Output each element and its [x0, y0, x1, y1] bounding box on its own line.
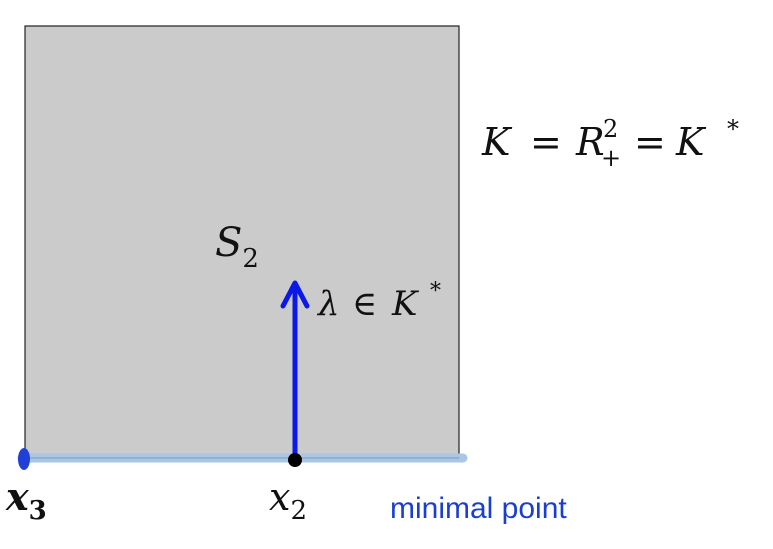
set-label: S2	[215, 220, 259, 274]
set-s2-region	[24, 25, 460, 461]
x2-label: x2	[269, 475, 307, 526]
cone-r-sub: +	[601, 144, 621, 172]
cone-rhs: K	[675, 120, 707, 164]
cone-eq1: =	[530, 120, 562, 164]
vector-in: ∈	[352, 284, 377, 324]
set-label-base: S	[215, 220, 242, 266]
x2-label-base: x	[269, 475, 290, 519]
x3-label: x3	[5, 474, 47, 526]
x3-label-sub: 3	[29, 496, 47, 526]
cone-r-sup: 2	[603, 115, 618, 143]
set-label-sub: 2	[242, 244, 259, 274]
cone-rhs-star: *	[727, 115, 739, 143]
vector-lambda: λ	[316, 284, 340, 324]
lambda-arrow-head	[280, 280, 310, 309]
x2-label-sub: 2	[290, 496, 307, 526]
cone-eq2: =	[634, 120, 666, 164]
x3-label-base: x	[5, 474, 30, 519]
vector-k: K	[391, 284, 420, 324]
x2-marker	[288, 453, 302, 467]
cone-equation: K = R 2 + = K *	[481, 115, 739, 172]
cone-r-base: R	[575, 120, 605, 164]
vector-label: λ ∈ K *	[316, 279, 441, 324]
x3-marker	[18, 448, 30, 470]
vector-star: *	[430, 279, 441, 304]
cone-lhs: K	[481, 120, 513, 164]
minimal-point-note: minimal point	[390, 492, 567, 525]
